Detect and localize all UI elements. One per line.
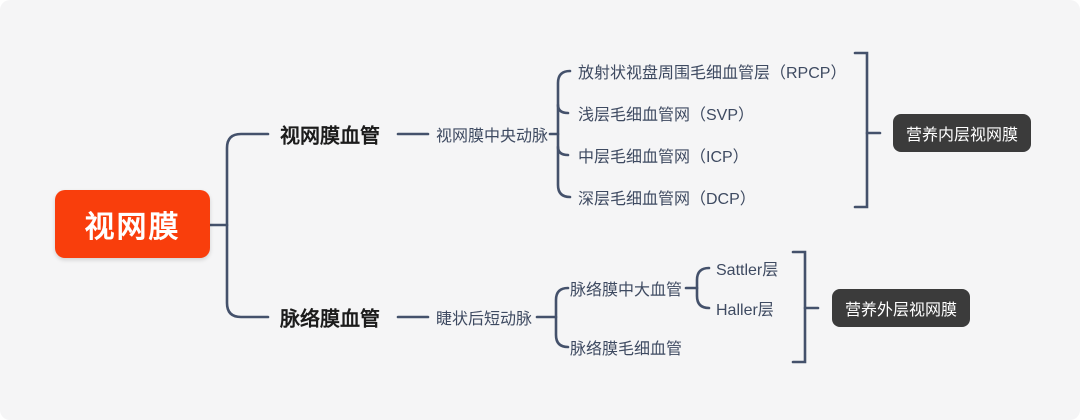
leaf-dcp[interactable]: 深层毛细血管网（DCP） xyxy=(578,191,756,208)
summary-outer-retina[interactable]: 营养外层视网膜 xyxy=(832,289,971,327)
leaf-svp[interactable]: 浅层毛细血管网（SVP） xyxy=(578,107,755,124)
root-node[interactable]: 视网膜 xyxy=(55,190,210,258)
b1-leaf3-stub xyxy=(556,145,570,157)
b1-summary-bracket xyxy=(853,51,869,209)
b2-leaf-brace xyxy=(554,286,570,349)
node-short-posterior-ciliary-artery[interactable]: 睫状后短动脉 xyxy=(436,311,533,328)
summary-inner-retina[interactable]: 营养内层视网膜 xyxy=(893,114,1032,152)
node-central-retinal-artery[interactable]: 视网膜中央动脉 xyxy=(436,128,549,145)
branch-retinal-vessels[interactable]: 视网膜血管 xyxy=(280,125,380,148)
main-brace xyxy=(225,132,270,319)
leaf-choriocapillaris[interactable]: 脉络膜毛细血管 xyxy=(570,341,683,358)
branch-choroidal-vessels[interactable]: 脉络膜血管 xyxy=(280,308,380,331)
b1-leaf2-stub xyxy=(556,103,570,115)
leaf-icp[interactable]: 中层毛细血管网（ICP） xyxy=(578,149,749,166)
b2-sub-brace xyxy=(695,266,711,310)
leaf-rpcp[interactable]: 放射状视盘周围毛细血管层（RPCP） xyxy=(578,65,847,82)
b2-summary-bracket xyxy=(791,250,807,364)
leaf-sattler-layer[interactable]: Sattler层 xyxy=(716,262,779,279)
leaf-haller-layer[interactable]: Haller层 xyxy=(716,302,774,319)
b1-leaf-brace xyxy=(556,69,572,199)
leaf-choroid-medium-large-vessels[interactable]: 脉络膜中大血管 xyxy=(570,282,683,299)
